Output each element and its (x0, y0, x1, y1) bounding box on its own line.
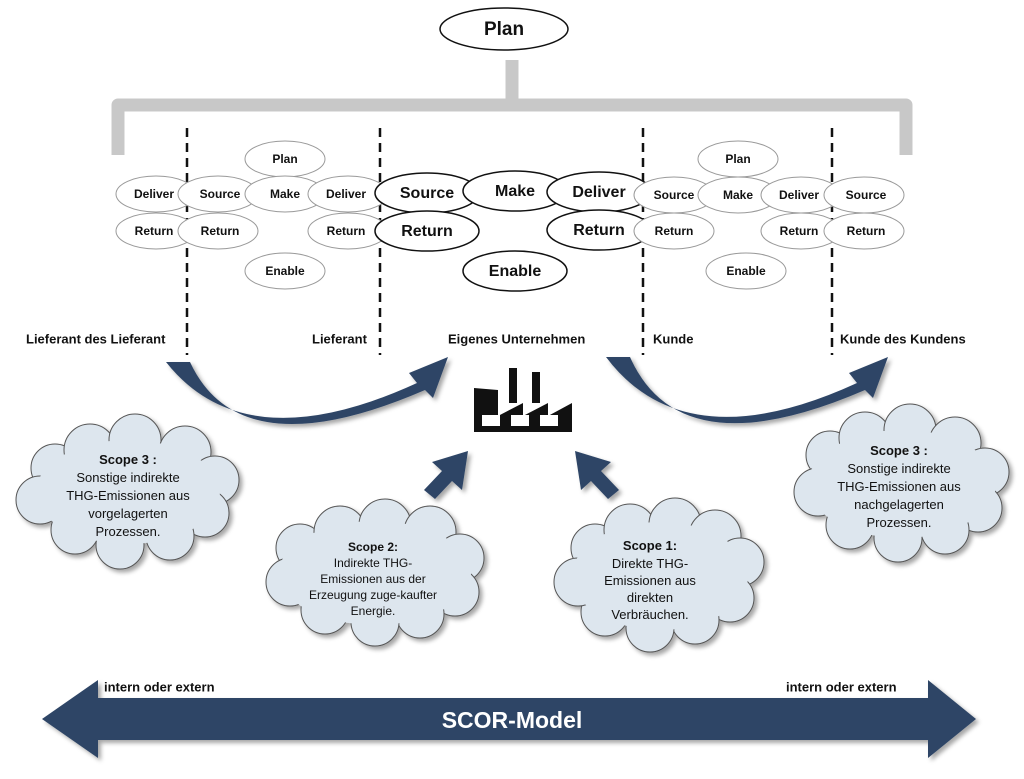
svg-text:Scope 2:: Scope 2: (348, 540, 398, 554)
svg-text:Prozessen.: Prozessen. (95, 524, 160, 539)
label-customer-of-customer: Kunde des Kundens (840, 331, 966, 346)
own-return-left: Return (401, 223, 453, 240)
scor-model-label: SCOR-Model (442, 707, 583, 733)
svg-text:Indirekte THG-: Indirekte THG- (334, 556, 412, 570)
own-return-right: Return (573, 222, 625, 239)
scor-double-arrow (42, 680, 976, 758)
supplier-enable: Enable (265, 264, 305, 278)
customer-enable: Enable (726, 264, 766, 278)
customer-return-mid: Return (780, 224, 819, 238)
curved-arrow-right (606, 357, 888, 424)
own-deliver: Deliver (572, 184, 625, 201)
supplier-return-left: Return (135, 224, 174, 238)
scope2-text: Scope 2: Indirekte THG- Emissionen aus d… (309, 540, 437, 618)
svg-text:Verbräuchen.: Verbräuchen. (611, 607, 688, 622)
label-supplier: Lieferant (312, 331, 368, 346)
svg-text:Sonstige indirekte: Sonstige indirekte (847, 461, 950, 476)
customer-source: Source (654, 188, 695, 202)
supplier-deliver-left: Deliver (134, 187, 174, 201)
cloud-scope1 (553, 497, 765, 653)
svg-text:Emissionen aus der: Emissionen aus der (320, 572, 425, 586)
label-supplier-of-supplier: Lieferant des Lieferant (26, 331, 166, 346)
customer-deliver: Deliver (779, 188, 819, 202)
scope3-left-text: Scope 3 : Sonstige indirekte THG-Emissio… (66, 452, 190, 539)
own-source: Source (400, 185, 454, 202)
supplier-chain: Plan Deliver Source Make Deliver Return … (115, 140, 389, 290)
supplier-return-right: Return (327, 224, 366, 238)
supplier-deliver-right: Deliver (326, 187, 366, 201)
svg-text:THG-Emissionen aus: THG-Emissionen aus (837, 479, 961, 494)
svg-text:Energie.: Energie. (351, 604, 396, 618)
svg-text:Emissionen aus: Emissionen aus (604, 573, 696, 588)
svg-text:vorgelagerten: vorgelagerten (88, 506, 168, 521)
svg-text:Scope 3 :: Scope 3 : (870, 443, 928, 458)
cloud-scope3-left (15, 413, 240, 570)
svg-text:nachgelagerten: nachgelagerten (854, 497, 944, 512)
label-intern-extern-right: intern oder extern (786, 679, 897, 694)
customer-source-right: Source (846, 188, 887, 202)
top-plan-oval: Plan (439, 7, 569, 51)
customer-make: Make (723, 188, 753, 202)
svg-text:Scope 1:: Scope 1: (623, 538, 677, 553)
arrow-scope1 (575, 451, 619, 499)
scope3-right-text: Scope 3 : Sonstige indirekte THG-Emissio… (837, 443, 961, 530)
supplier-make: Make (270, 187, 300, 201)
cloud-scope2 (265, 498, 485, 647)
svg-text:Erzeugung zuge-kaufter: Erzeugung zuge-kaufter (309, 588, 437, 602)
cloud-scope3-right (793, 403, 1010, 563)
customer-plan: Plan (725, 152, 750, 166)
svg-text:direkten: direkten (627, 590, 673, 605)
customer-return-left: Return (655, 224, 694, 238)
svg-text:THG-Emissionen aus: THG-Emissionen aus (66, 488, 190, 503)
label-customer: Kunde (653, 331, 693, 346)
own-make: Make (495, 183, 535, 200)
own-enable: Enable (489, 263, 542, 280)
scope1-text: Scope 1: Direkte THG- Emissionen aus dir… (604, 538, 696, 622)
own-company-chain: Source Make Deliver Return Return Enable (374, 170, 652, 292)
customer-return-right: Return (847, 224, 886, 238)
top-plan-label: Plan (484, 19, 524, 40)
plan-bracket (111, 60, 913, 155)
curved-arrow-left (166, 357, 448, 425)
factory-icon (474, 368, 572, 432)
customer-chain: Plan Source Make Deliver Source Return R… (633, 140, 905, 290)
arrow-scope2 (424, 451, 468, 499)
label-own-company: Eigenes Unternehmen (448, 331, 585, 346)
supplier-return-mid: Return (201, 224, 240, 238)
label-intern-extern-left: intern oder extern (104, 679, 215, 694)
svg-text:Prozessen.: Prozessen. (866, 515, 931, 530)
svg-text:Direkte THG-: Direkte THG- (612, 556, 688, 571)
supplier-plan: Plan (272, 152, 297, 166)
svg-text:Sonstige indirekte: Sonstige indirekte (76, 470, 179, 485)
svg-text:Scope 3 :: Scope 3 : (99, 452, 157, 467)
supplier-source: Source (200, 187, 241, 201)
